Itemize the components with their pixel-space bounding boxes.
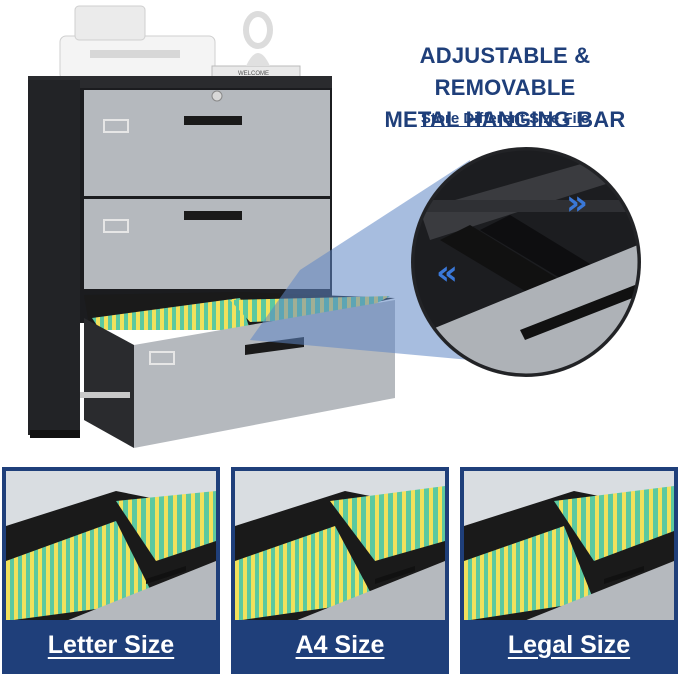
subtitle: Store Different Size File — [350, 110, 660, 127]
letter-size-drawer-image — [6, 471, 216, 621]
double-chevron-right-icon: » — [566, 183, 588, 223]
statue-decor — [211, 11, 301, 79]
a4-size-label: A4 Size — [295, 630, 385, 659]
headline-line-2: METAL HANGING BAR — [384, 107, 626, 132]
legal-size-label: Legal Size — [507, 630, 631, 659]
panel-legal-size: Legal Size — [460, 467, 678, 674]
double-chevron-left-icon: « — [436, 253, 458, 293]
book-text: WELCOME — [238, 71, 269, 77]
cabinet-illustration: WELCOME — [28, 5, 641, 448]
zoom-beam — [250, 160, 470, 360]
printer — [59, 5, 216, 81]
panel-label-legal: Legal Size — [464, 620, 674, 670]
a4-size-drawer-image — [235, 471, 445, 621]
panel-letter-size: Letter Size — [2, 467, 220, 674]
panel-a4-size: A4 Size — [231, 467, 449, 674]
panel-label-letter: Letter Size — [6, 620, 216, 670]
headline-line-1: ADJUSTABLE & REMOVABLE — [419, 43, 591, 100]
letter-size-label: Letter Size — [47, 630, 175, 659]
zoom-circle: « » — [411, 147, 641, 377]
panel-label-a4: A4 Size — [235, 620, 445, 670]
legal-size-drawer-image — [464, 471, 674, 621]
headline: ADJUSTABLE & REMOVABLE METAL HANGING BAR — [350, 40, 660, 136]
subtitle-text: Store Different Size File — [420, 110, 590, 127]
